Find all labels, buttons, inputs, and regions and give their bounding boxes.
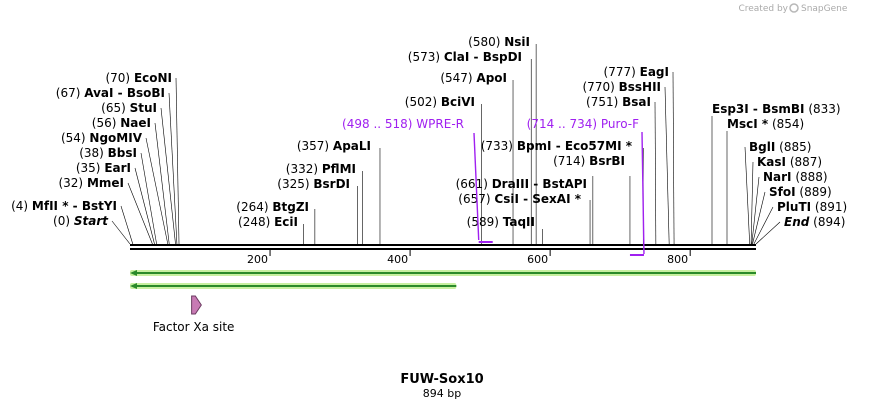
created-by-text: Created by [738, 4, 788, 14]
site-label-nari: NarI (888) [763, 170, 828, 184]
site-line-5 [140, 152, 157, 245]
site-line-r-7 [755, 221, 781, 245]
site-label-avai: (67) AvaI - BsoBI [56, 86, 165, 100]
site-label-stui: (65) StuI [101, 101, 157, 115]
site-label-msci: MscI * (854) [727, 117, 804, 131]
primer-labels: (498 .. 518) WPRE-R (714 .. 734) Puro-F [342, 117, 639, 131]
site-label-taqii: (589) TaqII [467, 215, 535, 229]
site-label-btgzi: (264) BtgZI [236, 200, 309, 214]
site-label-mfii: (4) MfII * - BstYI [11, 199, 117, 213]
site-line-4 [145, 137, 169, 245]
site-label-econi: (70) EcoNI [105, 71, 172, 85]
primer-leader-wpre-r [473, 132, 480, 241]
site-label-bbsi: (38) BbsI [79, 146, 137, 160]
axis-tick-label: 400 [387, 253, 408, 266]
site-label-ngomiv: (54) NgoMIV [61, 131, 143, 145]
axis-tick-label: 200 [247, 253, 268, 266]
feature-arrowhead [130, 270, 137, 276]
site-label-naei: (56) NaeI [92, 116, 151, 130]
factor-xa-site-label: Factor Xa site [153, 320, 235, 334]
primer-label-wpre-r: (498 .. 518) WPRE-R [342, 117, 464, 131]
map-title: FUW-Sox10 [400, 372, 483, 387]
site-label-ecii: (248) EciI [238, 215, 298, 229]
site-label-bsai: (751) BsaI [586, 95, 651, 109]
site-label-end: End (894) [784, 215, 845, 229]
site-label-bsrbi: (714) BsrBI [553, 154, 625, 168]
site-label-apoi: (547) ApoI [440, 71, 507, 85]
site-line-r-2 [744, 146, 750, 245]
primer-marks [473, 131, 645, 256]
site-label-eagi: (777) EagI [604, 65, 669, 79]
snapgene-brand-name: SnapGene [801, 4, 848, 14]
site-label-bgli: BglI (885) [749, 140, 811, 154]
site-label-csii: (657) CsiI - SexAI * [458, 192, 581, 206]
site-line-8 [120, 205, 134, 245]
site-label-eari: (35) EarI [76, 161, 131, 175]
site-label-pflmi: (332) PflMI [286, 162, 356, 176]
site-label-bcivi: (502) BciVI [405, 95, 475, 109]
site-label-nsii: (580) NsiI [468, 35, 530, 49]
axis-tick-label: 800 [667, 253, 688, 266]
middle-site-labels: (580) NsiI(573) ClaI - BspDI (547) ApoI (5… [236, 35, 632, 229]
site-connector-lines [111, 44, 781, 245]
site-line-ur-0 [672, 71, 675, 245]
site-line-3 [154, 122, 170, 245]
axis-tick-label: 600 [527, 253, 548, 266]
site-line-r-4 [751, 176, 760, 245]
site-line-6 [134, 167, 155, 245]
upper-right-site-labels: (777) EagI(770) BssHII(751) BsaI [583, 65, 670, 109]
site-line-ur-2 [654, 101, 657, 245]
site-line-1 [168, 92, 178, 245]
site-line-ur-1 [664, 86, 670, 245]
feature-arrowhead [130, 283, 137, 289]
site-label-kasi: KasI (887) [757, 155, 822, 169]
site-label-pluti: PluTI (891) [777, 200, 847, 214]
site-label-bpmi: (733) BpmI - Eco57MI * [481, 139, 633, 153]
feature-track: Factor Xa site [130, 270, 756, 334]
site-label-clai: (573) ClaI - BspDI [408, 50, 522, 64]
position-axis: 200 400 600 800 [247, 250, 691, 266]
left-site-labels: (70) EcoNI(67) AvaI - BsoBI(65) StuI(56)… [11, 71, 172, 228]
site-label-bsrdi: (325) BsrDI [277, 177, 350, 191]
site-label-apali: (357) ApaLI [297, 139, 371, 153]
site-line-r-6 [753, 206, 774, 245]
factor-xa-site-mark [191, 295, 202, 315]
primer-label-puro-f: (714 .. 734) Puro-F [527, 117, 639, 131]
site-line-9 [111, 220, 131, 245]
site-label-esp3i: Esp3I - BsmBI (833) [712, 102, 841, 116]
site-label-sfoi: SfoI (889) [769, 185, 832, 199]
site-line-r-5 [752, 191, 766, 245]
site-label-bsshii: (770) BssHII [583, 80, 662, 94]
primer-leader-puro-f [641, 131, 645, 255]
right-site-labels: Esp3I - BsmBI (833)MscI * (854) BglI (885… [712, 102, 847, 229]
snapgene-logo-icon [789, 3, 799, 13]
site-line-r-3 [750, 161, 754, 245]
site-line-7 [127, 182, 153, 245]
sequence-backbone [130, 244, 756, 250]
site-label-draiii: (661) DraIII - BstAPI [456, 177, 587, 191]
site-line-0 [175, 77, 180, 245]
map-length: 894 bp [423, 387, 461, 400]
site-line-2 [160, 107, 176, 245]
site-label-start: (0) Start [53, 214, 109, 228]
site-label-mmei: (32) MmeI [58, 176, 124, 190]
